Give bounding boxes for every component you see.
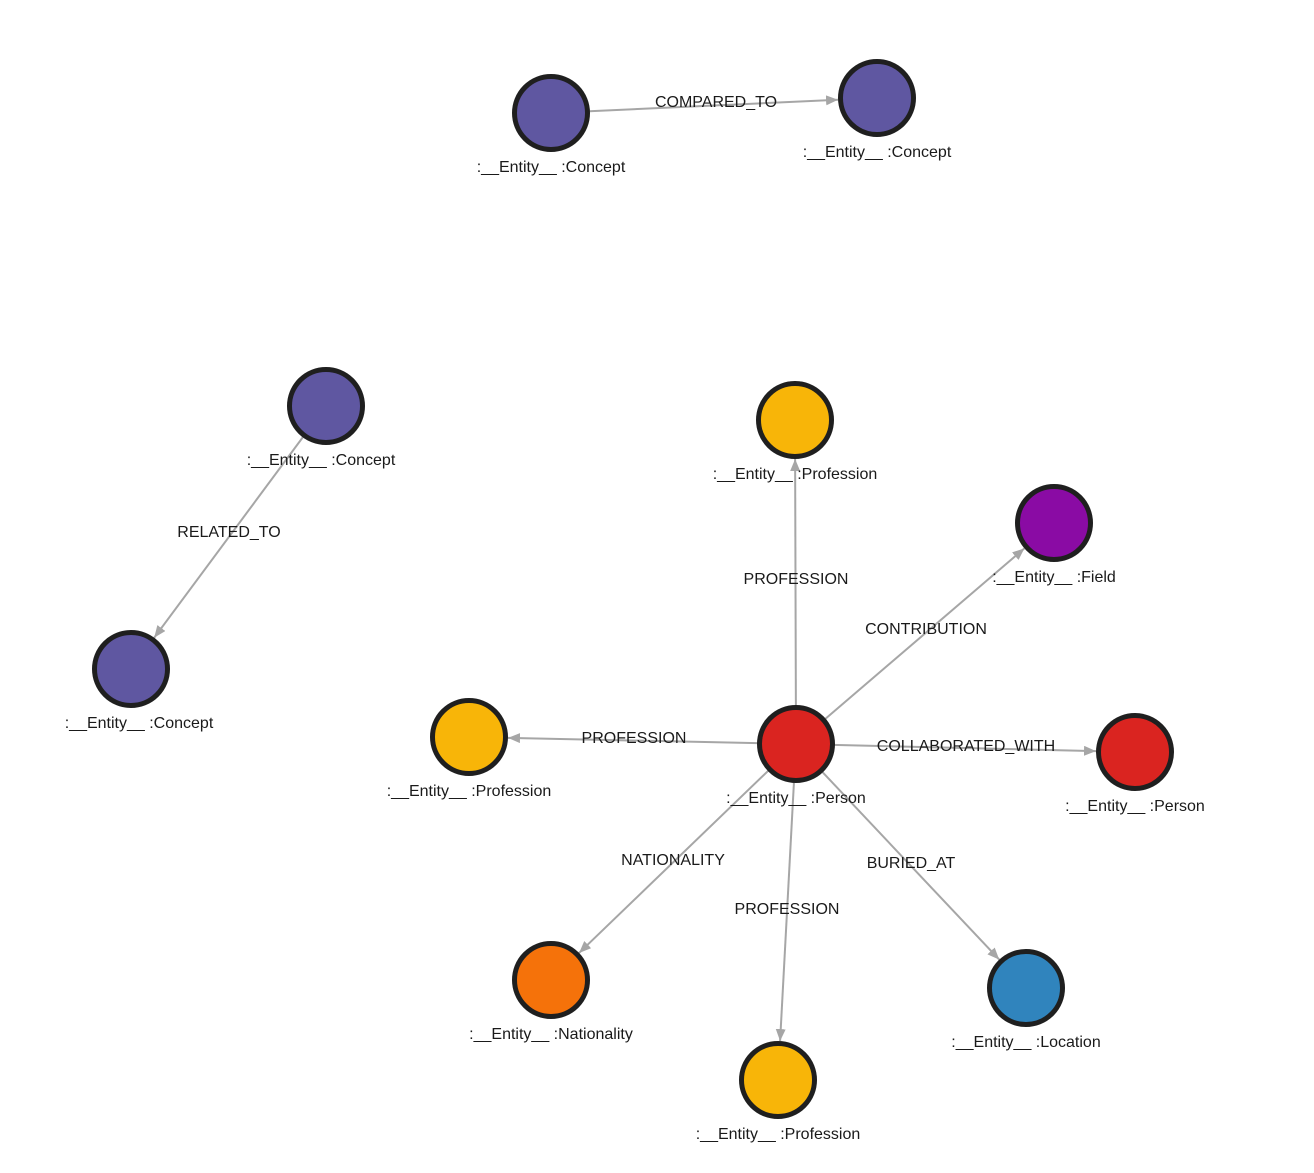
node-label-profession-top: :__Entity__ :Profession xyxy=(712,466,878,483)
edge-label-profession-4[interactable]: PROFESSION xyxy=(581,730,687,747)
node-label-concept-top-left: :__Entity__ :Concept xyxy=(476,159,626,176)
edge-collaborated-with-5[interactable] xyxy=(795,743,1097,756)
node-nationality[interactable] xyxy=(512,941,590,1019)
node-profession-top[interactable] xyxy=(756,381,834,459)
edge-label-contribution-3[interactable]: CONTRIBUTION xyxy=(865,621,987,638)
edge-contribution-3[interactable] xyxy=(795,547,1026,745)
node-concept-top-left[interactable] xyxy=(512,74,590,152)
edge-label-profession-7[interactable]: PROFESSION xyxy=(734,901,840,918)
node-person-center[interactable] xyxy=(757,705,835,783)
edge-label-compared-to-0[interactable]: COMPARED_TO xyxy=(654,94,778,111)
node-label-concept-low-left: :__Entity__ :Concept xyxy=(64,715,214,732)
edge-label-profession-2[interactable]: PROFESSION xyxy=(743,571,849,588)
node-concept-low-left[interactable] xyxy=(92,630,170,708)
edge-label-nationality-6[interactable]: NATIONALITY xyxy=(621,852,725,869)
node-label-person-right: :__Entity__ :Person xyxy=(1065,798,1205,815)
node-profession-bottom[interactable] xyxy=(739,1041,817,1119)
edge-nationality-6[interactable] xyxy=(578,743,797,954)
node-label-person-center: :__Entity__ :Person xyxy=(726,790,866,807)
node-label-location: :__Entity__ :Location xyxy=(951,1034,1101,1051)
node-profession-left[interactable] xyxy=(430,698,508,776)
edge-buried-at-8[interactable] xyxy=(795,743,1000,961)
edge-profession-2[interactable] xyxy=(790,458,801,745)
edge-profession-4[interactable] xyxy=(507,733,797,745)
edge-label-collaborated-with-5[interactable]: COLLABORATED_WITH xyxy=(876,738,1056,755)
edge-compared-to-0[interactable] xyxy=(550,95,839,114)
node-label-field: :__Entity__ :Field xyxy=(992,569,1116,586)
node-concept-top-right[interactable] xyxy=(838,59,916,137)
node-label-profession-bottom: :__Entity__ :Profession xyxy=(695,1126,861,1143)
node-label-profession-left: :__Entity__ :Profession xyxy=(386,783,552,800)
node-label-nationality: :__Entity__ :Nationality xyxy=(469,1026,633,1043)
edge-label-related-to-1[interactable]: RELATED_TO xyxy=(177,524,281,541)
edge-related-to-1[interactable] xyxy=(153,405,327,639)
node-location[interactable] xyxy=(987,949,1065,1027)
edge-profession-7[interactable] xyxy=(775,743,797,1042)
node-person-right[interactable] xyxy=(1096,713,1174,791)
edge-label-buried-at-8[interactable]: BURIED_AT xyxy=(866,855,956,872)
node-concept-mid-left[interactable] xyxy=(287,367,365,445)
node-label-concept-mid-left: :__Entity__ :Concept xyxy=(246,452,396,469)
node-field[interactable] xyxy=(1015,484,1093,562)
node-label-concept-top-right: :__Entity__ :Concept xyxy=(802,144,952,161)
